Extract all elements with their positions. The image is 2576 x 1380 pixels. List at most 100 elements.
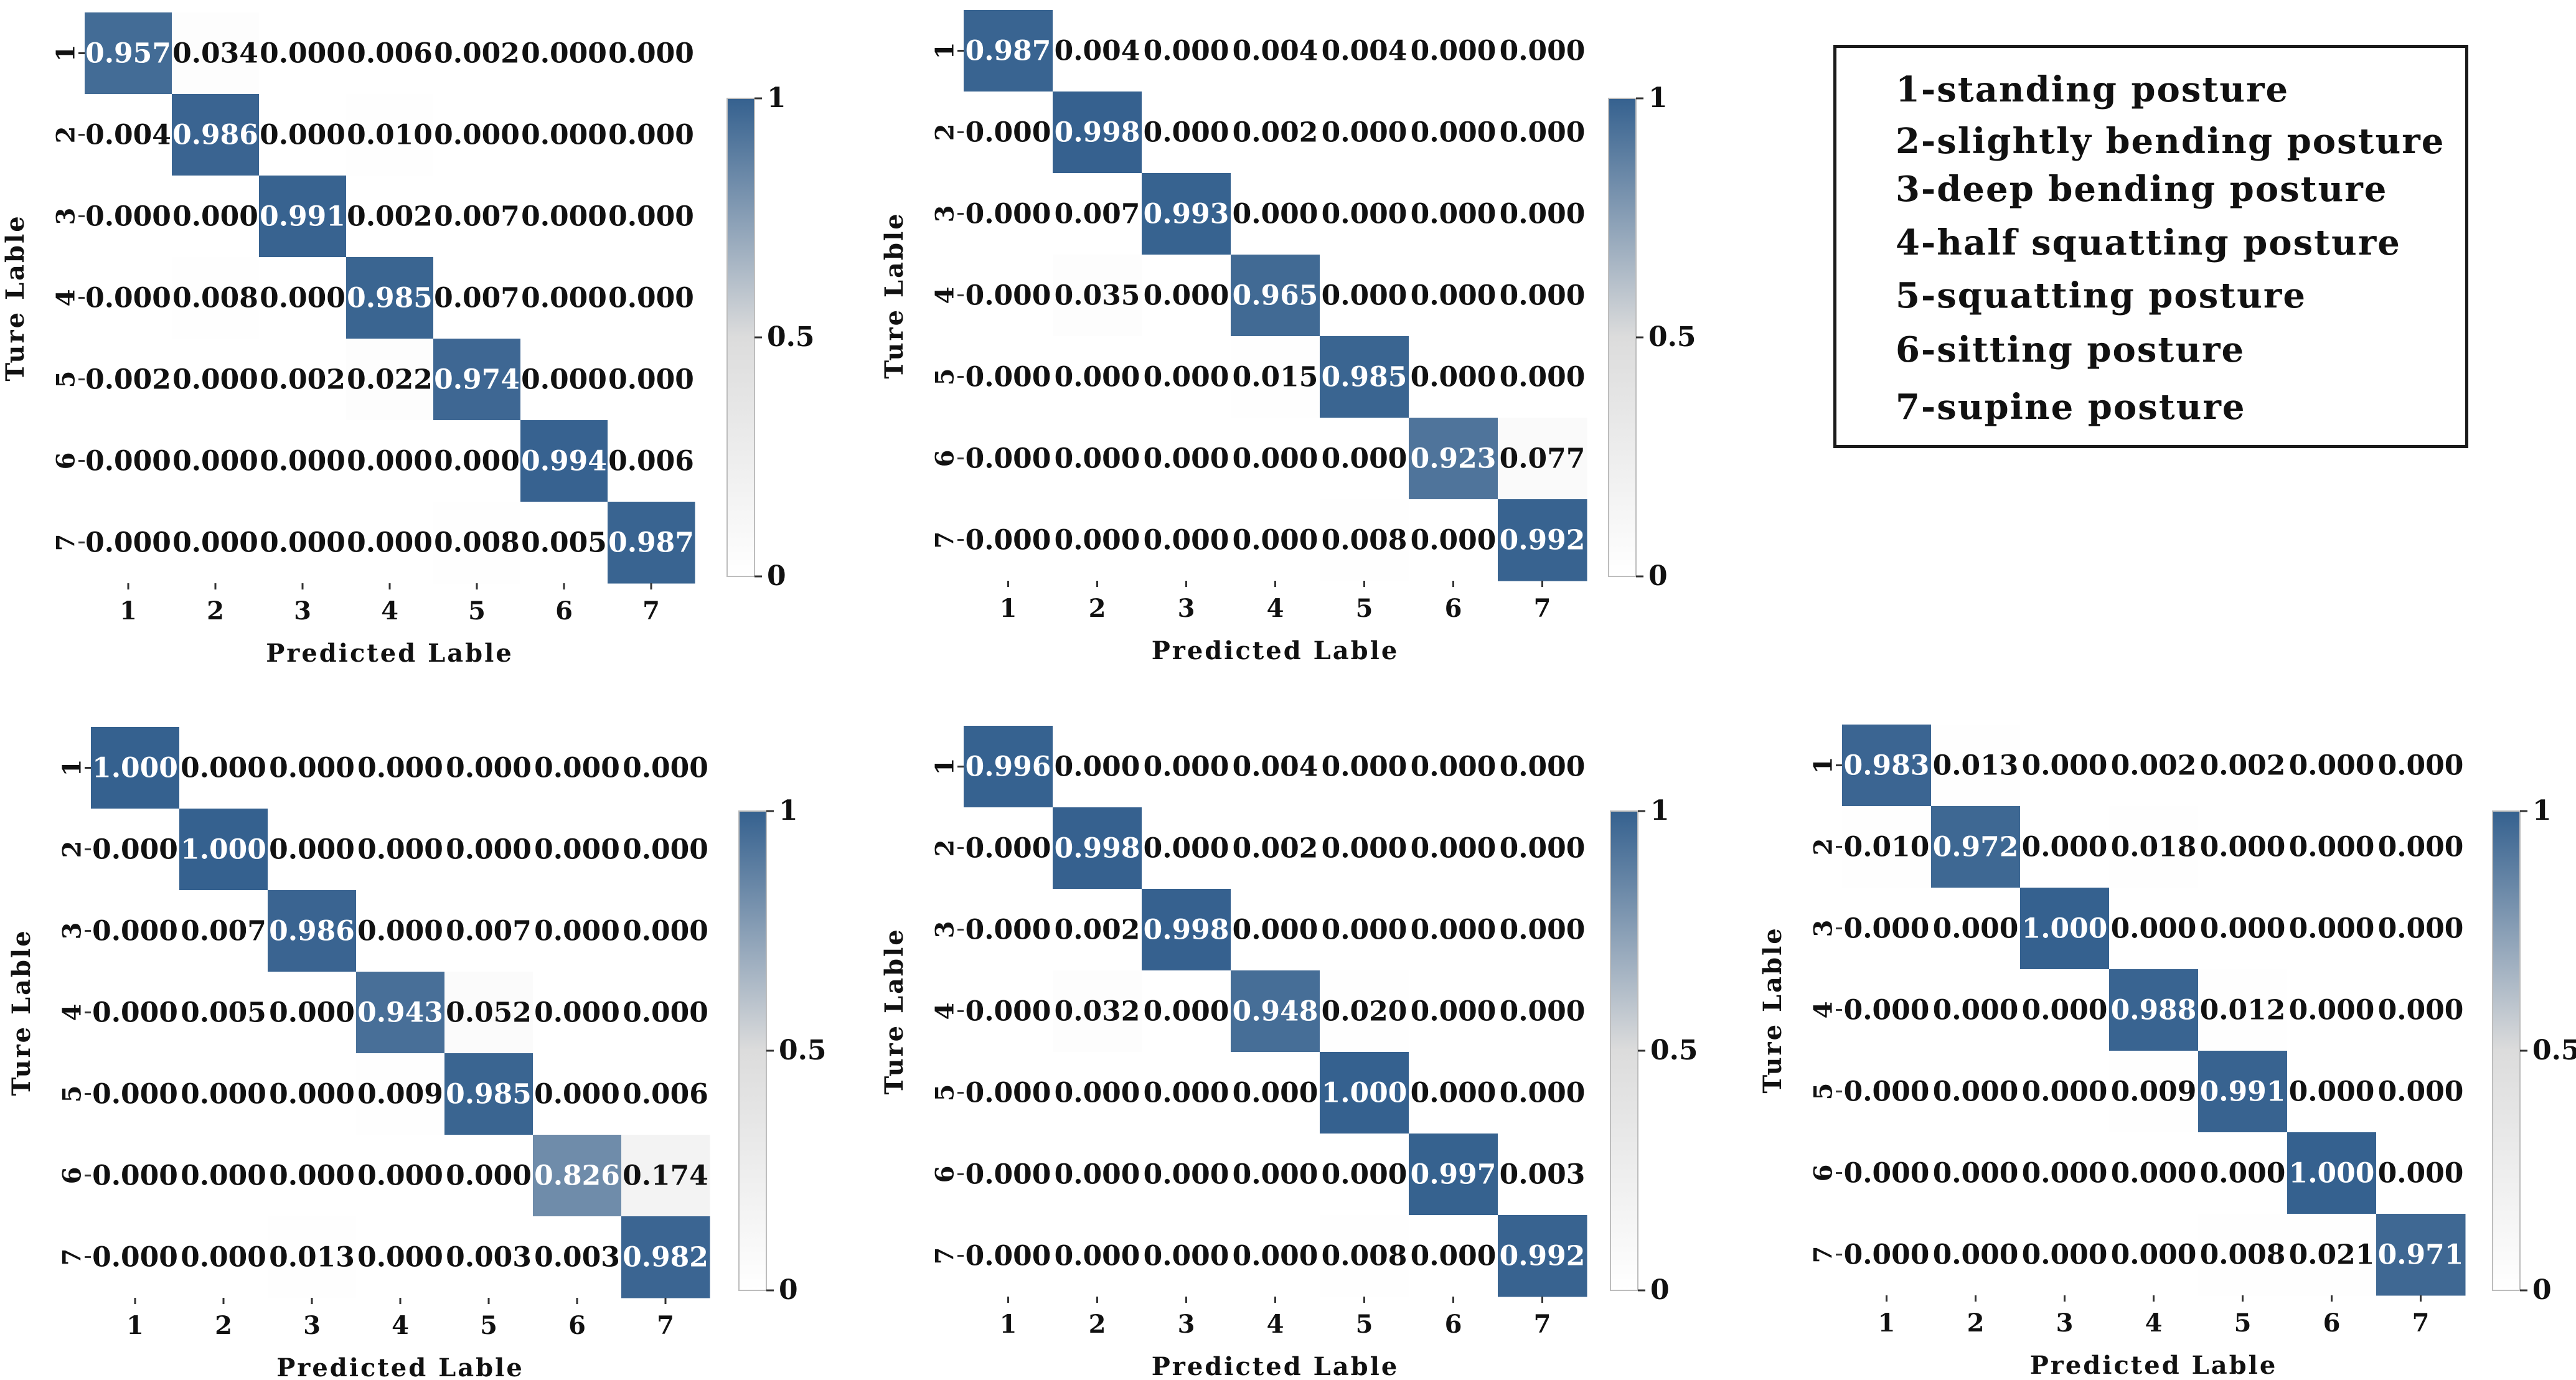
x-axis-label: Predicted Lable: [1152, 1352, 1399, 1380]
y-tick-label: 6: [58, 1167, 87, 1185]
cell-value-label: 0.000: [1411, 833, 1497, 865]
heatmap-cell: [346, 502, 434, 584]
legend-item-sitting: 6-sitting posture: [1896, 329, 2245, 370]
y-tick-label: 2: [1809, 838, 1838, 856]
heatmap-cell: [2376, 1051, 2466, 1133]
y-tick-label: 2: [931, 840, 960, 857]
cell-value-label: 0.007: [181, 916, 266, 947]
heatmap-cell: [1053, 726, 1142, 808]
x-tick-label: 6: [1445, 1310, 1462, 1339]
cell-value-label: 0.000: [1500, 1077, 1586, 1109]
cell-value-label: 0.012: [2200, 995, 2286, 1026]
heatmap-cell: [433, 12, 521, 95]
cell-value-label: 0.992: [1500, 525, 1586, 556]
heatmap-cell: [2287, 969, 2377, 1051]
x-tick-label: 3: [1178, 594, 1195, 623]
heatmap-cell: [1053, 10, 1142, 92]
heatmap-cell: [1320, 970, 1409, 1053]
heatmap-cell: [1498, 173, 1587, 255]
heatmap-cell: [172, 420, 260, 502]
cell-value-label: 0.987: [608, 527, 694, 559]
heatmap-cell: [356, 972, 445, 1054]
cell-value-label: 0.000: [1322, 443, 1408, 475]
x-tick-label: 1: [1000, 1310, 1017, 1339]
cell-value-label: 0.000: [1144, 1159, 1229, 1191]
y-tick-label: 6: [931, 1166, 960, 1183]
heatmap-cell: [2109, 1132, 2199, 1214]
heatmap-cell: [2376, 969, 2466, 1051]
y-tick-label: 3: [52, 208, 81, 225]
heatmap-cell: [964, 92, 1053, 174]
heatmap-cell: [2020, 1051, 2110, 1133]
x-tick-label: 3: [2056, 1308, 2074, 1338]
cell-value-label: 0.000: [1322, 833, 1408, 865]
heatmap-cell: [964, 418, 1053, 500]
heatmap-cell: [2376, 1214, 2466, 1296]
heatmap-cell: [91, 727, 180, 809]
heatmap-cell: [259, 420, 347, 502]
cell-value-label: 0.013: [1933, 750, 2019, 782]
heatmap-cell: [179, 972, 268, 1054]
cell-value-label: 0.000: [1933, 1158, 2019, 1190]
cell-value-label: 0.000: [1500, 996, 1586, 1028]
heatmap-cell: [1498, 10, 1587, 92]
cell-value-label: 0.000: [1844, 913, 1930, 945]
heatmap-cell: [2109, 969, 2199, 1051]
cell-value-label: 0.021: [2289, 1239, 2375, 1271]
heatmap-cell: [1498, 807, 1587, 889]
heatmap-cell: [91, 1053, 180, 1135]
heatmap-cell: [1409, 970, 1498, 1053]
heatmap-cell: [444, 727, 534, 809]
cell-value-label: 0.000: [1322, 280, 1408, 312]
cell-value-label: 0.000: [357, 916, 443, 947]
cell-value-label: 0.991: [2200, 1076, 2286, 1108]
heatmap-cell: [433, 94, 521, 176]
colorbar-tick-label: 1: [1648, 82, 1668, 114]
cell-value-label: 0.005: [521, 527, 607, 559]
heatmap-cell: [621, 809, 710, 891]
cell-value-label: 0.000: [534, 753, 620, 784]
cell-value-label: 0.000: [434, 446, 520, 477]
x-tick-label: 3: [303, 1311, 321, 1340]
heatmap-cell: [608, 420, 695, 502]
heatmap-cell: [1053, 1052, 1142, 1134]
heatmap-cell: [533, 809, 622, 891]
cell-value-label: 0.000: [434, 120, 520, 151]
heatmap-cell: [520, 94, 608, 176]
heatmap-cell: [91, 1135, 180, 1217]
cell-value-label: 0.002: [85, 364, 171, 396]
heatmap-cell: [2020, 888, 2110, 970]
heatmap-cell: [268, 727, 357, 809]
colorbar: [1608, 98, 1637, 577]
cell-value-label: 0.006: [347, 38, 433, 70]
cell-value-label: 0.000: [92, 1242, 178, 1274]
legend-item-deep-bend: 3-deep bending posture: [1896, 169, 2388, 210]
heatmap-cell: [1320, 173, 1409, 255]
heatmap-cell: [259, 257, 347, 339]
heatmap-cell: [1053, 970, 1142, 1053]
cell-value-label: 0.000: [92, 997, 178, 1029]
heatmap-cell: [356, 727, 445, 809]
heatmap-cell: [2109, 806, 2199, 888]
heatmap-cell: [1053, 1134, 1142, 1216]
cell-value-label: 0.992: [1500, 1241, 1586, 1272]
heatmap-cell: [2020, 806, 2110, 888]
cell-value-label: 0.000: [2289, 750, 2375, 782]
heatmap-cell: [1320, 1215, 1409, 1297]
y-tick-label: 7: [58, 1249, 87, 1266]
heatmap-cell: [1498, 970, 1587, 1053]
cell-value-label: 0.000: [534, 834, 620, 866]
cell-value-label: 0.000: [2378, 832, 2464, 863]
y-tick-label: 4: [931, 1003, 960, 1020]
cell-value-label: 0.000: [260, 283, 346, 314]
heatmap-cell: [172, 257, 260, 339]
x-axis-label: Predicted Lable: [276, 1353, 524, 1380]
cell-value-label: 0.000: [623, 916, 708, 947]
cell-value-label: 0.000: [1500, 914, 1586, 946]
heatmap-cell: [608, 176, 695, 258]
heatmap-cell: [964, 10, 1053, 92]
cell-value-label: 0.009: [2111, 1076, 2197, 1108]
y-axis-label: Ture Lable: [880, 212, 909, 378]
heatmap-cell: [1409, 92, 1498, 174]
heatmap-cell: [1142, 255, 1231, 337]
